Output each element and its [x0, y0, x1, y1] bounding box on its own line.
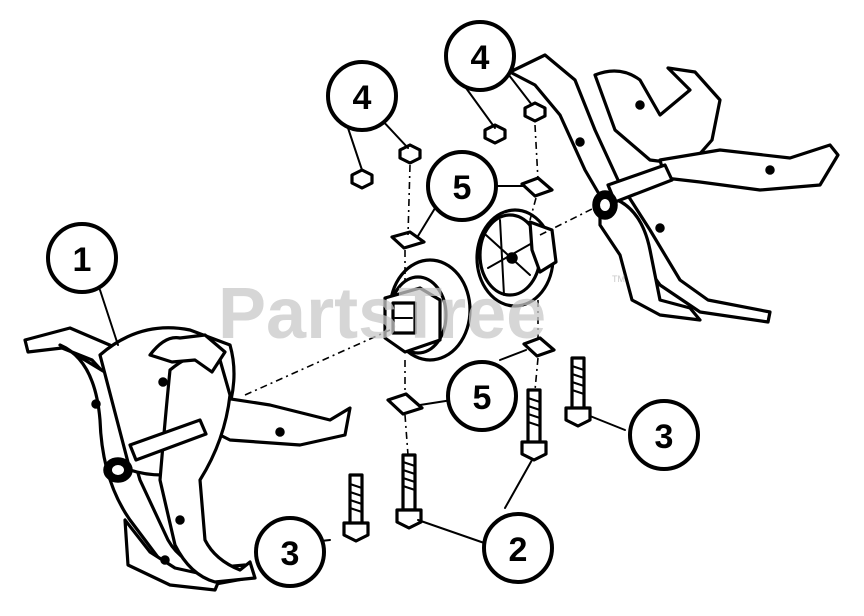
- nut-2: [398, 143, 422, 165]
- callout-3-right: 3: [628, 399, 700, 471]
- bolt-center-right: [520, 388, 548, 462]
- callout-1-label: 1: [73, 241, 92, 279]
- callout-5-bottom: 5: [446, 360, 518, 432]
- callout-3-right-label: 3: [655, 418, 674, 456]
- callout-3-left-label: 3: [281, 535, 300, 573]
- assembly-lines: [244, 124, 601, 456]
- callout-4-right: 4: [444, 20, 516, 92]
- callout-5-top-label: 5: [453, 169, 472, 207]
- clip-bottom-left: [386, 392, 424, 416]
- callout-5-bottom-label: 5: [473, 379, 492, 417]
- nut-4: [523, 101, 547, 123]
- flange-left: [383, 258, 472, 362]
- watermark-trademark: TM: [612, 274, 625, 284]
- callout-2-label: 2: [509, 531, 528, 569]
- callout-2: 2: [482, 512, 554, 584]
- callout-4-left-label: 4: [353, 79, 372, 117]
- bolt-left: [342, 473, 370, 543]
- bolt-right: [564, 356, 592, 428]
- callout-5-top: 5: [426, 150, 498, 222]
- clip-top-left: [390, 230, 426, 250]
- callout-1: 1: [46, 222, 118, 294]
- bolt-center-left: [395, 453, 423, 530]
- nut-1: [350, 168, 374, 190]
- clip-bottom-right: [522, 336, 556, 358]
- nut-3: [483, 123, 507, 145]
- tine-assembly-right: [508, 53, 840, 324]
- tine-assembly-left: [23, 326, 352, 592]
- clip-top-right: [520, 176, 554, 198]
- callout-4-right-label: 4: [471, 39, 490, 77]
- callout-3-left: 3: [254, 516, 326, 588]
- watermark-text: PartsTree: [218, 274, 546, 354]
- flange-right: [475, 208, 558, 308]
- callout-4-left: 4: [326, 60, 398, 132]
